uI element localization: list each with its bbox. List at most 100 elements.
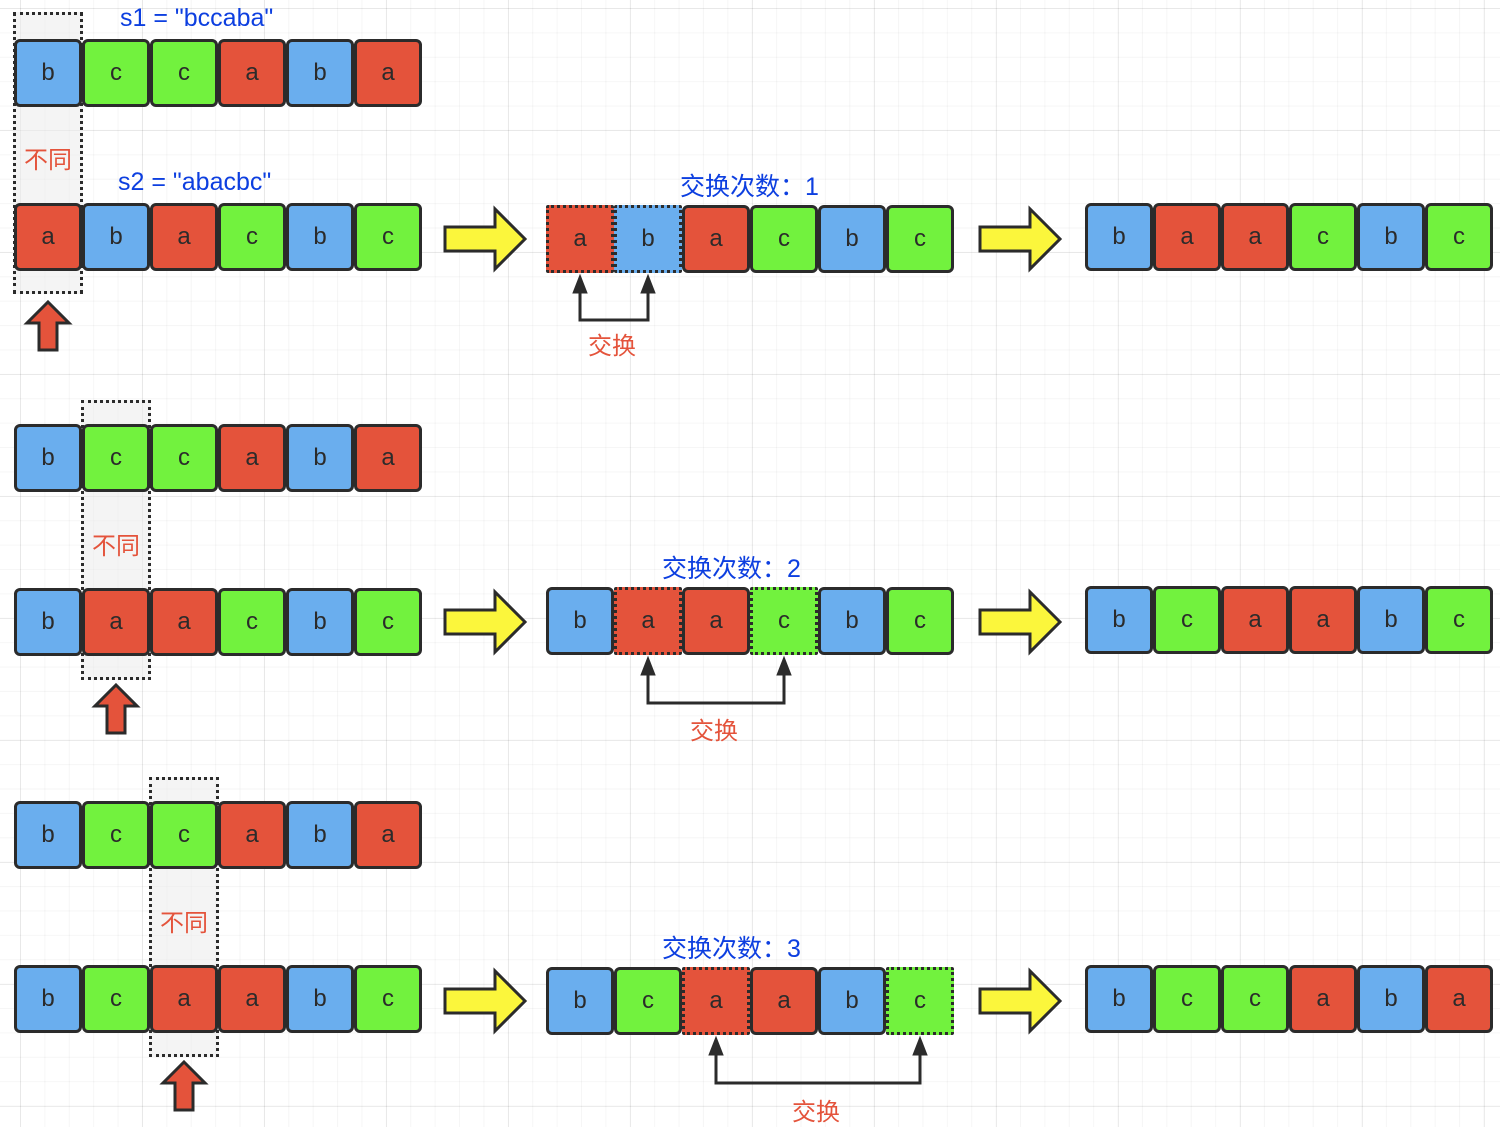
char-cell: c [1153, 586, 1221, 654]
char-cell: b [82, 203, 150, 271]
swap-count-label: 交换次数：1 [680, 173, 819, 201]
char-cell: a [82, 588, 150, 656]
diff-label: 不同 [92, 533, 140, 560]
char-cell: c [1153, 965, 1221, 1033]
char-cell: c [82, 965, 150, 1033]
char-cell: b [286, 965, 354, 1033]
swap-count-label: 交换次数：2 [662, 555, 801, 583]
char-cell: a [354, 424, 422, 492]
diff-label: 不同 [24, 147, 72, 174]
char-cell: b [14, 588, 82, 656]
char-cell: b [818, 587, 886, 655]
char-cell: a [218, 801, 286, 869]
char-cell: a [546, 205, 614, 273]
yellow-right-arrow-icon [978, 205, 1063, 273]
char-cell: a [614, 587, 682, 655]
char-cell: a [218, 424, 286, 492]
char-cell: a [354, 801, 422, 869]
char-cell: b [1357, 586, 1425, 654]
char-cell: c [1289, 203, 1357, 271]
char-cell: b [14, 424, 82, 492]
char-cell: a [150, 965, 218, 1033]
char-cell: b [546, 587, 614, 655]
char-cell: b [14, 965, 82, 1033]
char-cell: c [150, 801, 218, 869]
red-up-arrow-icon [159, 1059, 209, 1112]
char-cell: b [286, 203, 354, 271]
char-cell: b [286, 424, 354, 492]
yellow-right-arrow-icon [443, 588, 528, 656]
yellow-right-arrow-icon [443, 205, 528, 273]
char-cell: c [82, 39, 150, 107]
swap-bracket-icon [572, 273, 656, 322]
char-cell: b [1357, 965, 1425, 1033]
char-cell: c [354, 965, 422, 1033]
char-cell: c [886, 205, 954, 273]
char-cell: b [546, 967, 614, 1035]
char-cell: b [286, 588, 354, 656]
char-cell: c [750, 205, 818, 273]
char-cell: c [218, 203, 286, 271]
yellow-right-arrow-icon [978, 588, 1063, 656]
char-cell: b [614, 205, 682, 273]
char-cell: b [286, 39, 354, 107]
char-cell: c [886, 587, 954, 655]
char-cell: a [1153, 203, 1221, 271]
char-cell: c [218, 588, 286, 656]
char-cell: c [82, 801, 150, 869]
char-cell: a [1425, 965, 1493, 1033]
char-cell: a [354, 39, 422, 107]
char-cell: b [1085, 586, 1153, 654]
char-cell: a [14, 203, 82, 271]
char-cell: a [1289, 586, 1357, 654]
char-cell: c [82, 424, 150, 492]
char-cell: a [750, 967, 818, 1035]
char-cell: a [150, 588, 218, 656]
char-cell: b [14, 801, 82, 869]
char-cell: a [682, 205, 750, 273]
char-cell: a [682, 967, 750, 1035]
char-cell: a [218, 965, 286, 1033]
char-cell: c [354, 588, 422, 656]
swap-label: 交换 [588, 333, 636, 360]
char-cell: c [614, 967, 682, 1035]
diff-label: 不同 [160, 910, 208, 937]
char-cell: b [1357, 203, 1425, 271]
char-cell: a [1221, 586, 1289, 654]
char-cell: a [218, 39, 286, 107]
char-cell: c [1425, 203, 1493, 271]
char-cell: b [818, 205, 886, 273]
char-cell: a [682, 587, 750, 655]
swap-count-label: 交换次数：3 [662, 935, 801, 963]
s2-label: s2 = "abacbc" [118, 168, 272, 196]
yellow-right-arrow-icon [978, 967, 1063, 1035]
char-cell: b [818, 967, 886, 1035]
red-up-arrow-icon [23, 299, 73, 352]
char-cell: c [1221, 965, 1289, 1033]
char-cell: c [150, 39, 218, 107]
swap-label: 交换 [792, 1099, 840, 1126]
char-cell: c [886, 967, 954, 1035]
char-cell: c [150, 424, 218, 492]
char-cell: a [1289, 965, 1357, 1033]
red-up-arrow-icon [91, 682, 141, 735]
char-cell: c [1425, 586, 1493, 654]
char-cell: a [150, 203, 218, 271]
swap-bracket-icon [640, 655, 792, 705]
char-cell: c [354, 203, 422, 271]
char-cell: b [1085, 965, 1153, 1033]
char-cell: b [286, 801, 354, 869]
char-cell: b [14, 39, 82, 107]
